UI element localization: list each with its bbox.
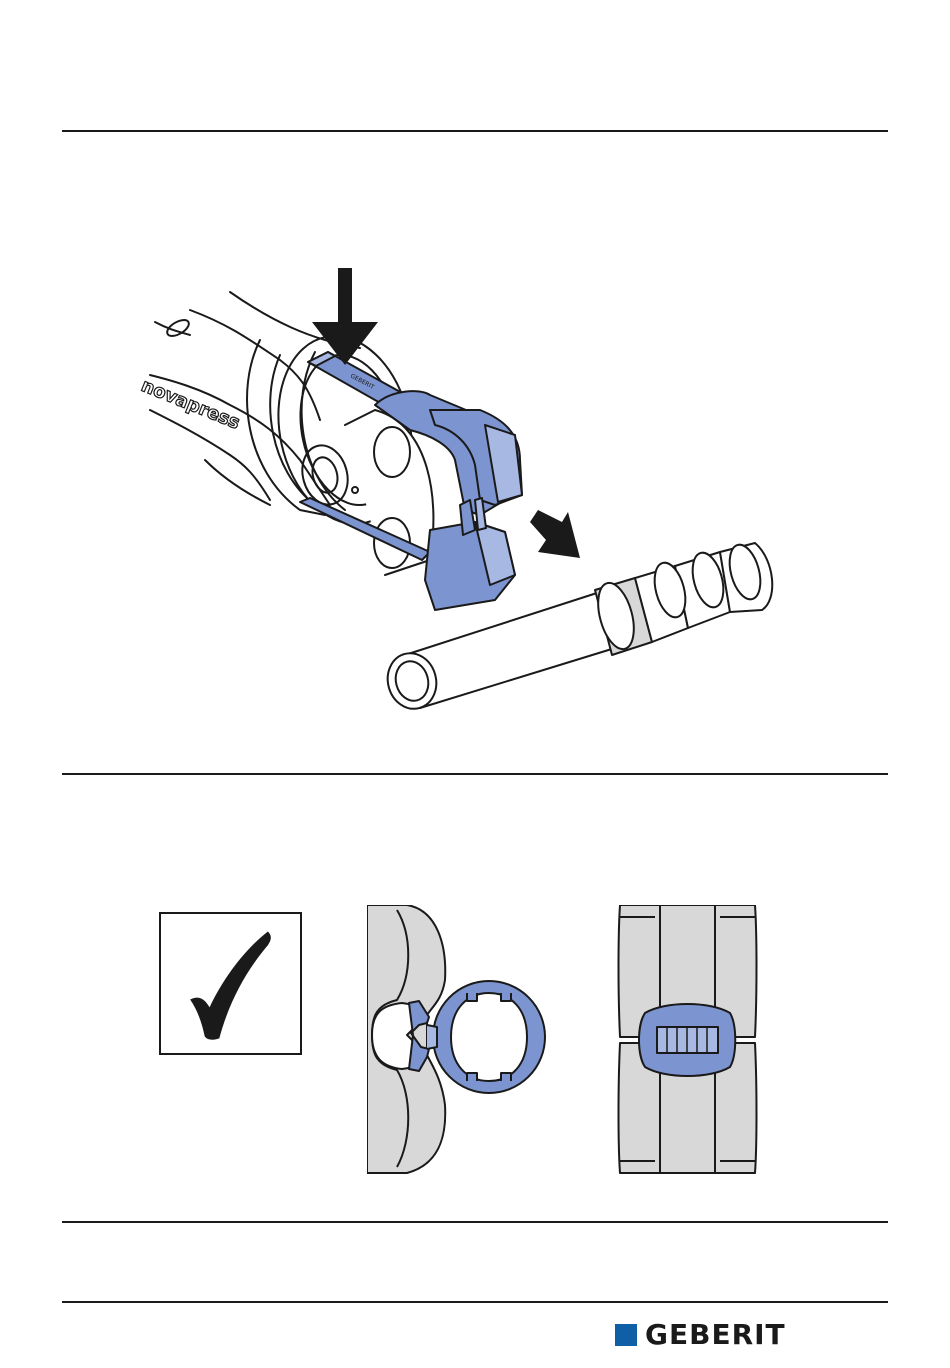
divider-lower	[62, 1221, 888, 1223]
brand-square-icon	[615, 1324, 637, 1346]
jaw-closed-detail	[615, 905, 760, 1175]
geberit-logo: GEBERIT	[615, 1318, 786, 1352]
check-box	[159, 912, 302, 1055]
checkmark-icon	[161, 914, 300, 1053]
brand-name: GEBERIT	[645, 1321, 786, 1349]
arrow-diagonal-icon	[530, 510, 580, 558]
divider-middle	[62, 773, 888, 775]
divider-bottom	[62, 1301, 888, 1303]
divider-top	[62, 130, 888, 132]
jaw-ring-detail	[367, 905, 557, 1175]
press-tool-illustration: novapress GEBERIT	[130, 260, 810, 720]
arrow-down-icon	[312, 268, 378, 365]
